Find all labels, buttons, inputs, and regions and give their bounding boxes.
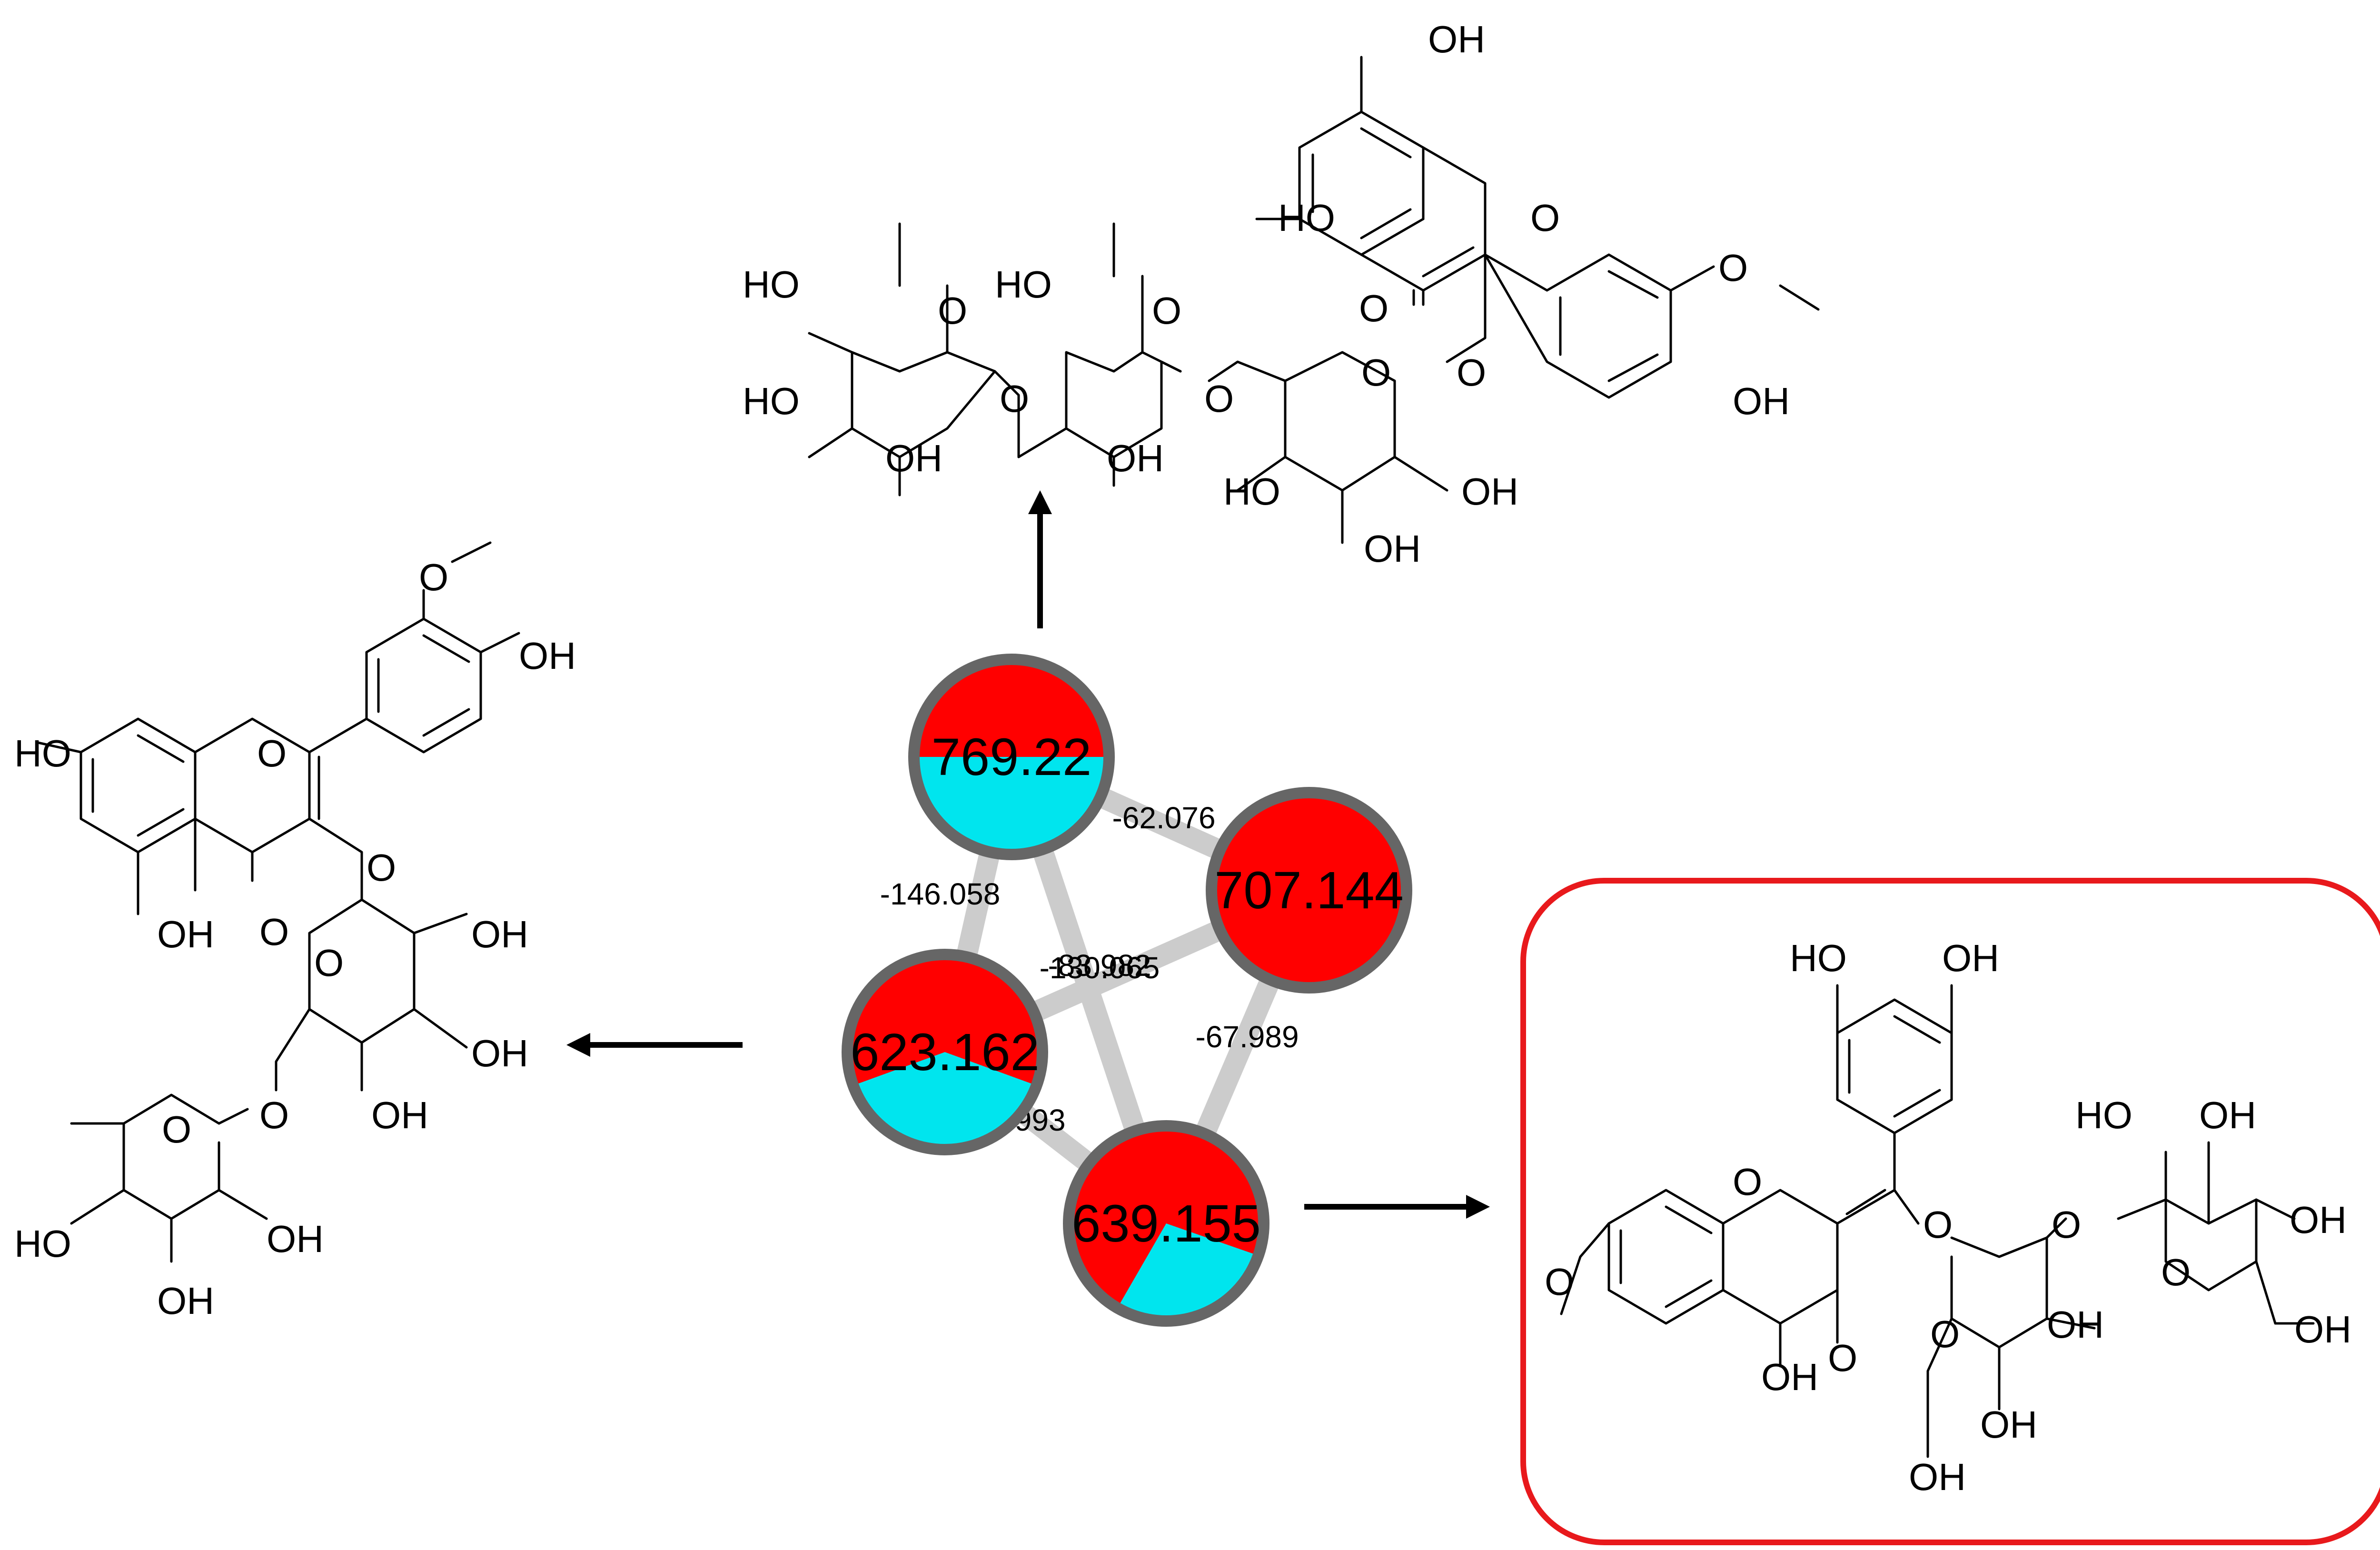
atom-label: OH	[2199, 1094, 2256, 1136]
atom-label: O	[1530, 197, 1560, 239]
atom-label: O	[1930, 1313, 1960, 1355]
network-node[interactable]: 769.22	[908, 654, 1115, 860]
atom-label: O	[2052, 1203, 2081, 1246]
atom-label: OH	[2047, 1303, 2104, 1346]
edge-label: -67.989	[1195, 1020, 1299, 1054]
node-border	[908, 654, 1115, 860]
atom-label: OH	[1942, 937, 1999, 979]
structure-boxed: HO OH O O O O O OH O OH OH OH HO OH OH O…	[1545, 937, 2351, 1498]
atom-label: OH	[2290, 1199, 2347, 1241]
edge-label: -62.076	[1112, 801, 1215, 835]
arrow-up	[1028, 490, 1052, 628]
node-border	[1063, 1120, 1269, 1327]
atom-label: O	[938, 289, 967, 332]
network-node[interactable]: 707.144	[1206, 787, 1412, 994]
atom-label: OH	[371, 1094, 428, 1136]
atom-label: O	[1718, 247, 1748, 289]
atom-label: O	[1923, 1203, 1953, 1246]
atom-label: OH	[471, 1032, 528, 1074]
atom-label: OH	[471, 913, 528, 955]
pie-slice-primary	[847, 954, 1042, 1086]
atom-label: HO	[743, 380, 800, 422]
atom-label: OH	[1461, 470, 1518, 513]
arrow-right	[1304, 1195, 1490, 1219]
arrow-left	[566, 1033, 743, 1057]
atom-label: OH	[1733, 380, 1790, 422]
network-node[interactable]: 623.162	[842, 949, 1048, 1155]
node-label: 623.162	[850, 1023, 1040, 1082]
pie-slice-primary	[1069, 1126, 1264, 1308]
node-label: 769.22	[932, 728, 1091, 786]
atom-label: OH	[157, 1280, 214, 1322]
atom-label: HO	[14, 1222, 71, 1265]
atom-label: O	[2161, 1251, 2191, 1293]
atom-label: HO	[14, 732, 71, 775]
atom-label: O	[1457, 351, 1486, 394]
atom-label: OH	[519, 635, 576, 677]
atom-label: OH	[2294, 1308, 2351, 1351]
structure-top: OH HO O O O OH O O OH HO OH O O HO OH O …	[743, 18, 1820, 570]
node-border	[1206, 787, 1412, 994]
atom-label: OH	[1428, 18, 1485, 60]
atom-label: O	[259, 911, 289, 953]
atom-label: O	[162, 1108, 191, 1151]
highlight-box	[1520, 878, 2380, 1545]
atom-label: HO	[2075, 1094, 2132, 1136]
atom-label: OH	[1909, 1456, 1966, 1498]
node-label: 639.155	[1071, 1194, 1261, 1253]
atom-label: O	[1359, 287, 1388, 329]
atom-label: OH	[885, 437, 942, 479]
atom-label: O	[257, 732, 287, 775]
atom-label: HO	[743, 263, 800, 306]
atom-label: OH	[267, 1218, 324, 1260]
atom-label: O	[419, 556, 448, 598]
pie-slice-primary	[914, 659, 1109, 757]
atom-label: O	[1545, 1261, 1574, 1303]
atom-label: HO	[1278, 197, 1335, 239]
node-label: 707.144	[1214, 861, 1404, 920]
atom-label: O	[1828, 1337, 1857, 1379]
atom-label: OH	[157, 913, 214, 955]
network-nodes: 769.22 707.144 623.162 639.155	[842, 654, 1412, 1327]
atom-label: HO	[995, 263, 1052, 306]
edge-label: -146.058	[880, 877, 1001, 911]
atom-label: O	[1000, 378, 1029, 420]
network-node[interactable]: 639.155	[1063, 1120, 1269, 1327]
atom-label: HO	[1790, 937, 1847, 979]
atom-label: O	[1733, 1161, 1762, 1203]
edge-label: -83.982	[1048, 948, 1151, 983]
pie-slice-primary	[1211, 793, 1407, 988]
atom-label: O	[1152, 289, 1181, 332]
atom-label: O	[1204, 378, 1234, 420]
atom-label: O	[314, 942, 344, 984]
atom-label: O	[1361, 351, 1391, 394]
atom-label: OH	[1364, 527, 1421, 570]
atom-label: OH	[1761, 1356, 1818, 1398]
atom-label: OH	[1107, 437, 1164, 479]
atom-label: O	[259, 1094, 289, 1136]
atom-label: O	[367, 846, 396, 889]
structure-left: O OH HO O O OH O O OH OH OH O O HO OH OH	[14, 541, 576, 1322]
node-border	[842, 949, 1048, 1155]
atom-label: HO	[1223, 470, 1280, 513]
atom-label: OH	[1980, 1403, 2037, 1446]
edge-label: -130.065	[1040, 951, 1160, 985]
